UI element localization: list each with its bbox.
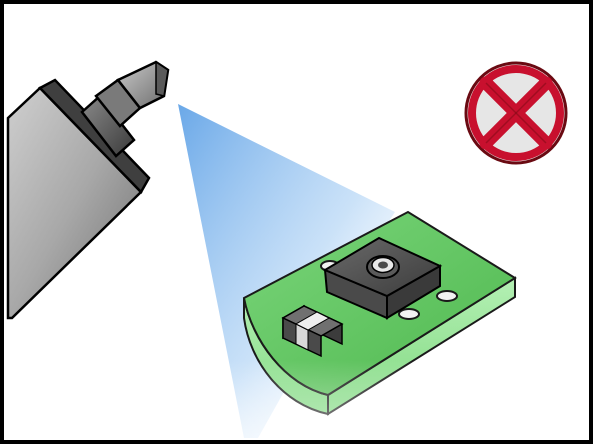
solder-pad <box>437 291 457 301</box>
component-actuator-center <box>378 262 388 269</box>
solder-pad <box>399 309 419 319</box>
board-fade <box>230 360 530 440</box>
red-x-icon <box>466 63 566 163</box>
